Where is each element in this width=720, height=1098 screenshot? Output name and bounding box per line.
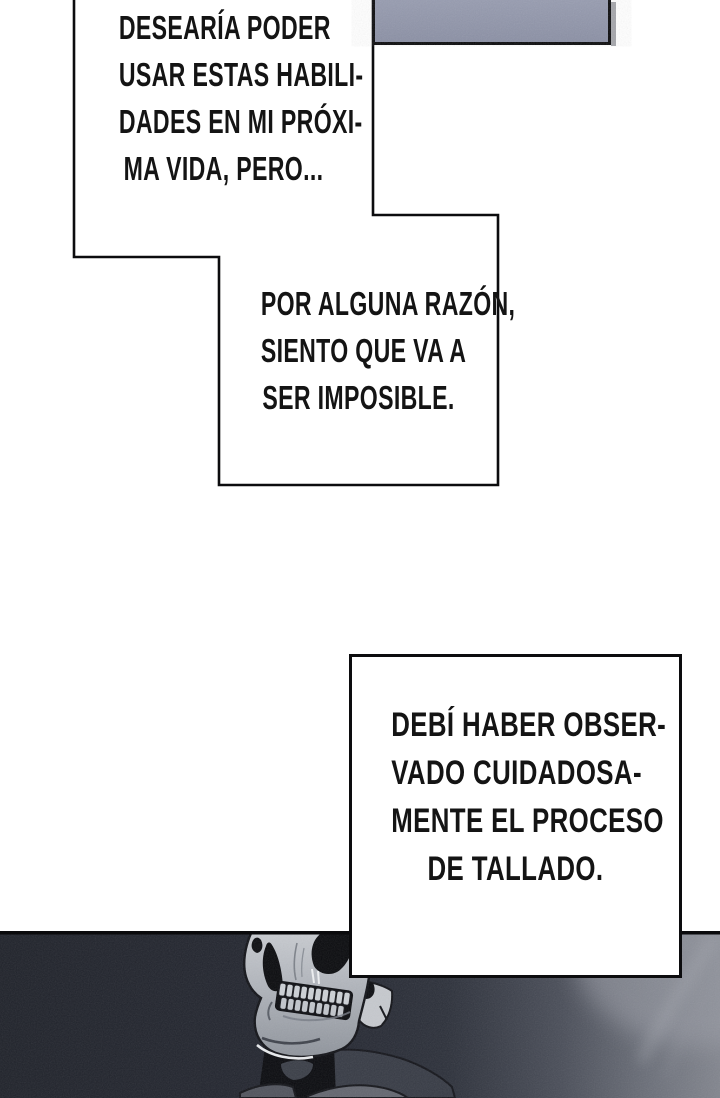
top-scene-panel-grain [375,0,608,42]
speech-line: MA VIDA, PERO... [123,150,324,187]
speech-boxes-outline [72,0,500,487]
speech-line: DEBÍ HABER OBSER- [391,706,667,744]
speech-line: USAR ESTAS HABILI- [118,56,364,93]
speech-line: MENTE EL PROCESO [391,802,664,840]
speech-line: POR ALGUNA RAZÓN, [260,284,516,322]
top-panel-shadow [611,2,616,46]
speech-line: SIENTO QUE VA A [260,331,467,369]
speech-line: SER IMPOSIBLE. [262,378,455,416]
speech-line: DADES EN MI PRÓXI- [118,103,363,140]
speech-line: DE TALLADO. [427,850,604,888]
speech-text: DEBÍ HABER OBSER- VADO CUIDADOSA- MENTE … [391,701,667,893]
speech-bubble-2: POR ALGUNA RAZÓN, SIENTO QUE VA A SER IM… [219,218,516,482]
speech-bubble-3: DEBÍ HABER OBSER- VADO CUIDADOSA- MENTE … [349,654,682,978]
speech-line: VADO CUIDADOSA- [391,754,642,792]
speech-bubble-1: DESEARÍA PODER USAR ESTAS HABILI- DADES … [74,4,373,192]
speech-text: DESEARÍA PODER USAR ESTAS HABILI- DADES … [118,4,364,192]
speech-area-art [72,0,616,487]
speech-line: DESEARÍA PODER [118,9,331,46]
speech-text: POR ALGUNA RAZÓN, SIENTO QUE VA A SER IM… [260,280,516,421]
